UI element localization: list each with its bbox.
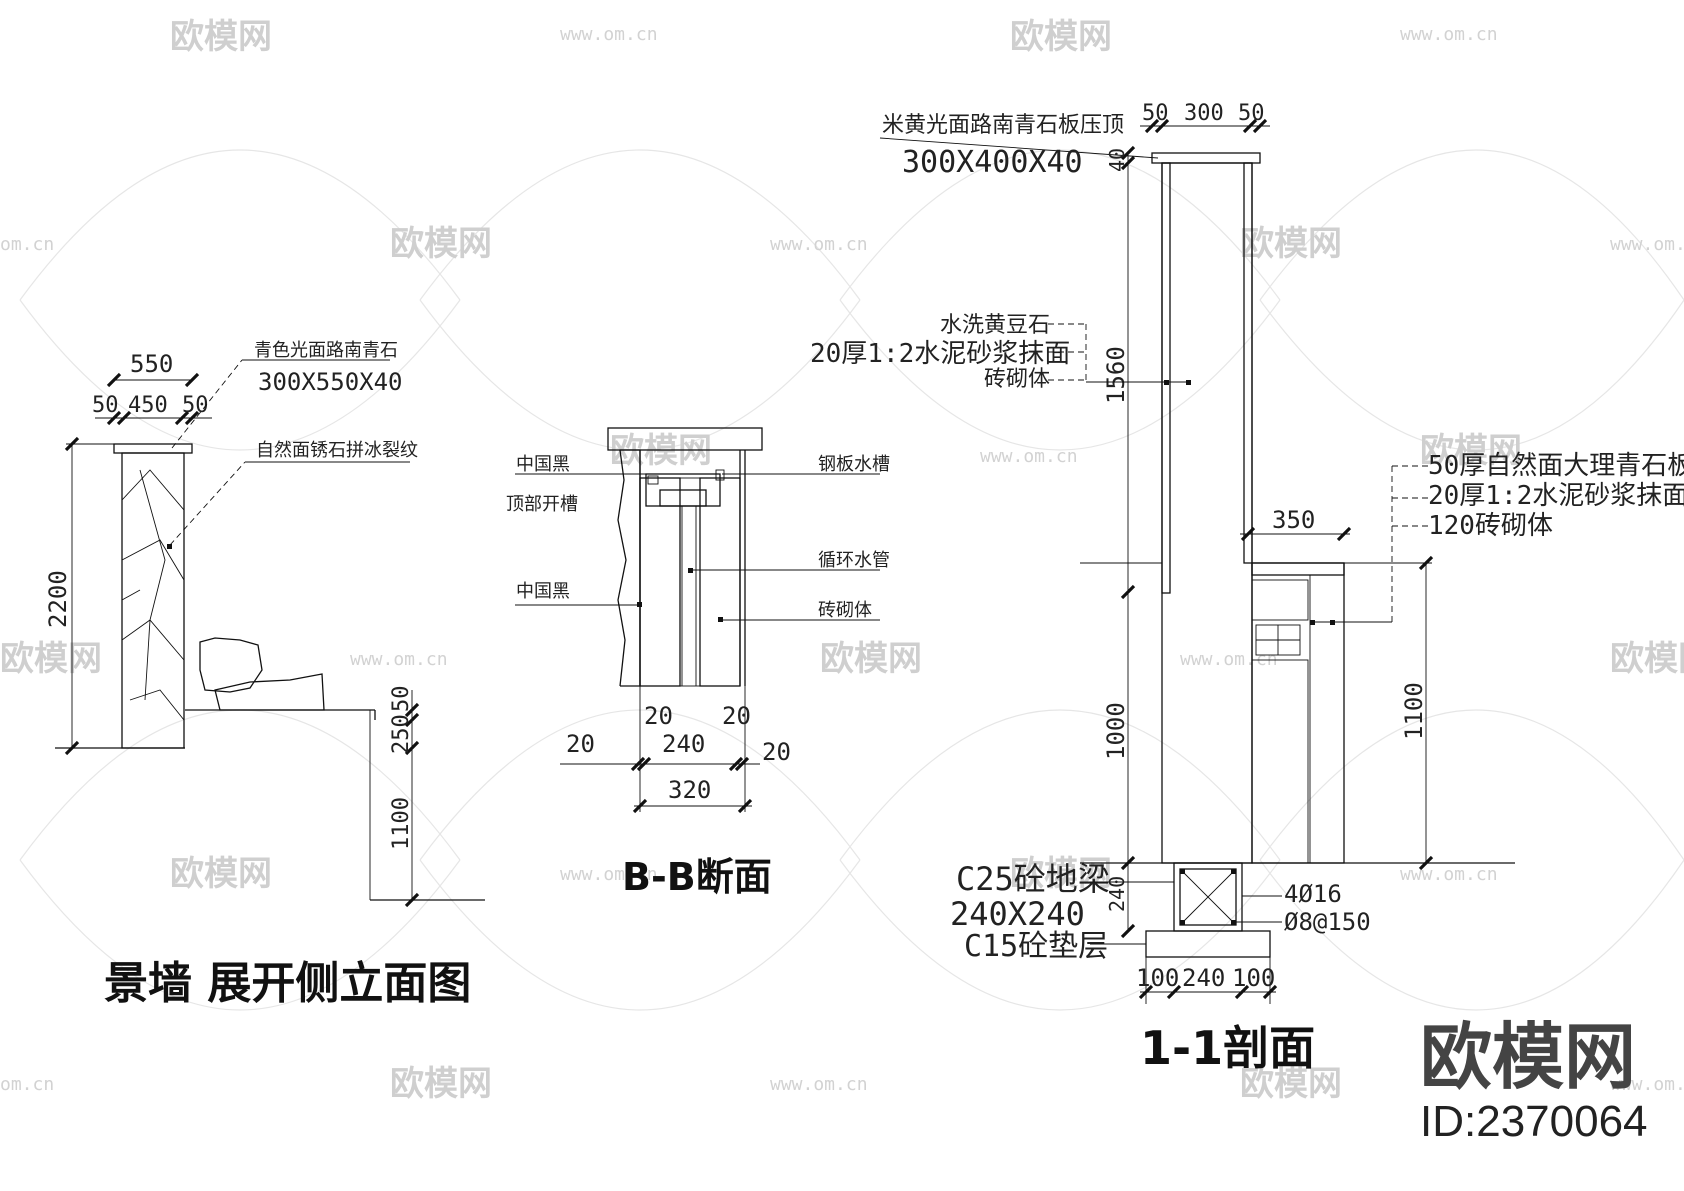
dim-50-a: 50 xyxy=(92,393,119,418)
dim-20-b: 20 xyxy=(644,702,673,730)
dim-50-a: 50 xyxy=(1142,101,1169,126)
left-elevation: 550 50 450 50 青色光面路南青石 300X550X40 自然面锈石拼… xyxy=(44,340,485,1009)
rebar-main-label: 4Ø16 xyxy=(1284,880,1342,908)
layer-label-3: 砖砌体 xyxy=(984,367,1050,392)
dim-250: 250 xyxy=(389,714,414,754)
watermark-text: 欧模网 xyxy=(170,17,272,57)
right-layer-label-1: 50厚自然面大理青石板 xyxy=(1428,451,1684,481)
label-china-black-1: 中国黑 xyxy=(516,454,570,475)
face-material-label: 自然面锈石拼冰裂纹 xyxy=(256,440,418,461)
brand-logo: 欧模网 xyxy=(1420,1015,1636,1099)
dim-20-d: 20 xyxy=(762,738,791,766)
dim-100-b: 100 xyxy=(1232,964,1275,992)
watermark-text: 欧模网 xyxy=(170,854,272,894)
watermark-text: 欧模网 xyxy=(1240,224,1342,264)
right-layer-label-2: 20厚1:2水泥砂浆抹面 xyxy=(1428,481,1684,511)
watermark-text: 欧模网 xyxy=(390,1064,492,1104)
watermark-url: www.om.cn xyxy=(1400,864,1498,885)
rebar-stirrup-label: Ø8@150 xyxy=(1284,908,1371,936)
cap-material-label: 米黄光面路南青石板压顶 xyxy=(882,113,1124,138)
watermark-text: 欧模网 xyxy=(1010,17,1112,57)
watermark-url: www.om.cn xyxy=(770,234,868,255)
beam-size-label: 240X240 xyxy=(950,895,1085,933)
middle-view-title: B-B断面 xyxy=(622,855,772,899)
watermark-text: 欧模网 xyxy=(0,639,102,679)
watermark-arcs xyxy=(19,149,1684,1011)
dim-20-a: 20 xyxy=(566,730,595,758)
dim-2200: 2200 xyxy=(44,570,72,628)
watermark-url: www.om.cn xyxy=(980,446,1078,467)
watermark-text: 欧模网 xyxy=(390,224,492,264)
dim-320: 320 xyxy=(668,776,711,804)
label-circulation-pipe: 循环水管 xyxy=(818,550,890,571)
cap-material-label: 青色光面路南青石 xyxy=(254,340,398,361)
base-layer-label: C15砼垫层 xyxy=(964,929,1108,964)
dim-1560: 1560 xyxy=(1102,346,1130,404)
dim-100-a: 100 xyxy=(1136,964,1179,992)
label-masonry: 砖砌体 xyxy=(818,600,872,621)
dim-50-b: 50 xyxy=(182,393,209,418)
watermark-text: 欧模网 xyxy=(610,431,712,471)
watermark-text: 欧模网 xyxy=(1610,639,1684,679)
cap-size-label: 300X550X40 xyxy=(258,368,403,396)
label-steel-trough: 钢板水槽 xyxy=(818,454,890,475)
watermark-url: www.om.cn xyxy=(1180,649,1278,670)
brand-id: ID:2370064 xyxy=(1420,1097,1648,1146)
dim-550: 550 xyxy=(130,350,173,378)
dim-240-h: 240 xyxy=(1182,964,1225,992)
watermark-text: 欧模网 xyxy=(820,639,922,679)
watermarks: 欧模网 www.om.cn 欧模网 www.om.cn om.cn 欧模网 ww… xyxy=(0,17,1684,1104)
right-view-title: 1-1剖面 xyxy=(1140,1021,1315,1075)
dim-350: 350 xyxy=(1272,506,1315,534)
brand-block: 欧模网 ID:2370064 xyxy=(1420,1015,1648,1146)
layer-label-1: 水洗黄豆石 xyxy=(940,313,1050,338)
watermark-url: www.om.cn xyxy=(770,1074,868,1095)
layer-label-2: 20厚1:2水泥砂浆抹面 xyxy=(810,339,1070,369)
watermark-url: www.om.cn xyxy=(350,649,448,670)
label-top-groove: 顶部开槽 xyxy=(506,494,578,515)
dim-450: 450 xyxy=(128,393,168,418)
dim-40-top: 40 xyxy=(1105,148,1129,172)
watermark-url: om.cn xyxy=(0,234,54,255)
dim-1100: 1100 xyxy=(389,797,414,850)
watermark-text: 欧模网 xyxy=(1010,854,1112,894)
watermark-text: 欧模网 xyxy=(1240,1064,1342,1104)
dim-50-side: 50 xyxy=(389,686,414,713)
dim-300: 300 xyxy=(1184,101,1224,126)
dim-1100: 1100 xyxy=(1400,682,1428,740)
watermark-url: www.om.cn xyxy=(1610,234,1684,255)
label-china-black-2: 中国黑 xyxy=(516,581,570,602)
right-section: 50 300 50 米黄光面路南青石板压顶 300X400X40 40 1560… xyxy=(810,101,1684,1075)
dim-50-b: 50 xyxy=(1238,101,1265,126)
watermark-url: www.om.cn xyxy=(560,864,658,885)
watermark-url: www.om.cn xyxy=(1400,24,1498,45)
watermark-url: om.cn xyxy=(0,1074,54,1095)
middle-section: 中国黑 顶部开槽 中国黑 钢板水槽 循环水管 砖砌体 20 20 240 20 … xyxy=(506,427,890,899)
left-view-title: 景墙 展开侧立面图 xyxy=(104,958,471,1009)
right-layer-label-3: 120砖砌体 xyxy=(1428,511,1553,541)
cap-size-label: 300X400X40 xyxy=(902,145,1083,180)
watermark-text: 欧模网 xyxy=(1420,431,1522,471)
dim-1000: 1000 xyxy=(1102,702,1130,760)
beam-label: C25砼地梁 xyxy=(956,860,1110,898)
dim-240: 240 xyxy=(662,730,705,758)
watermark-url: www.om.cn xyxy=(1610,1074,1684,1095)
dim-20-c: 20 xyxy=(722,702,751,730)
watermark-url: www.om.cn xyxy=(560,24,658,45)
